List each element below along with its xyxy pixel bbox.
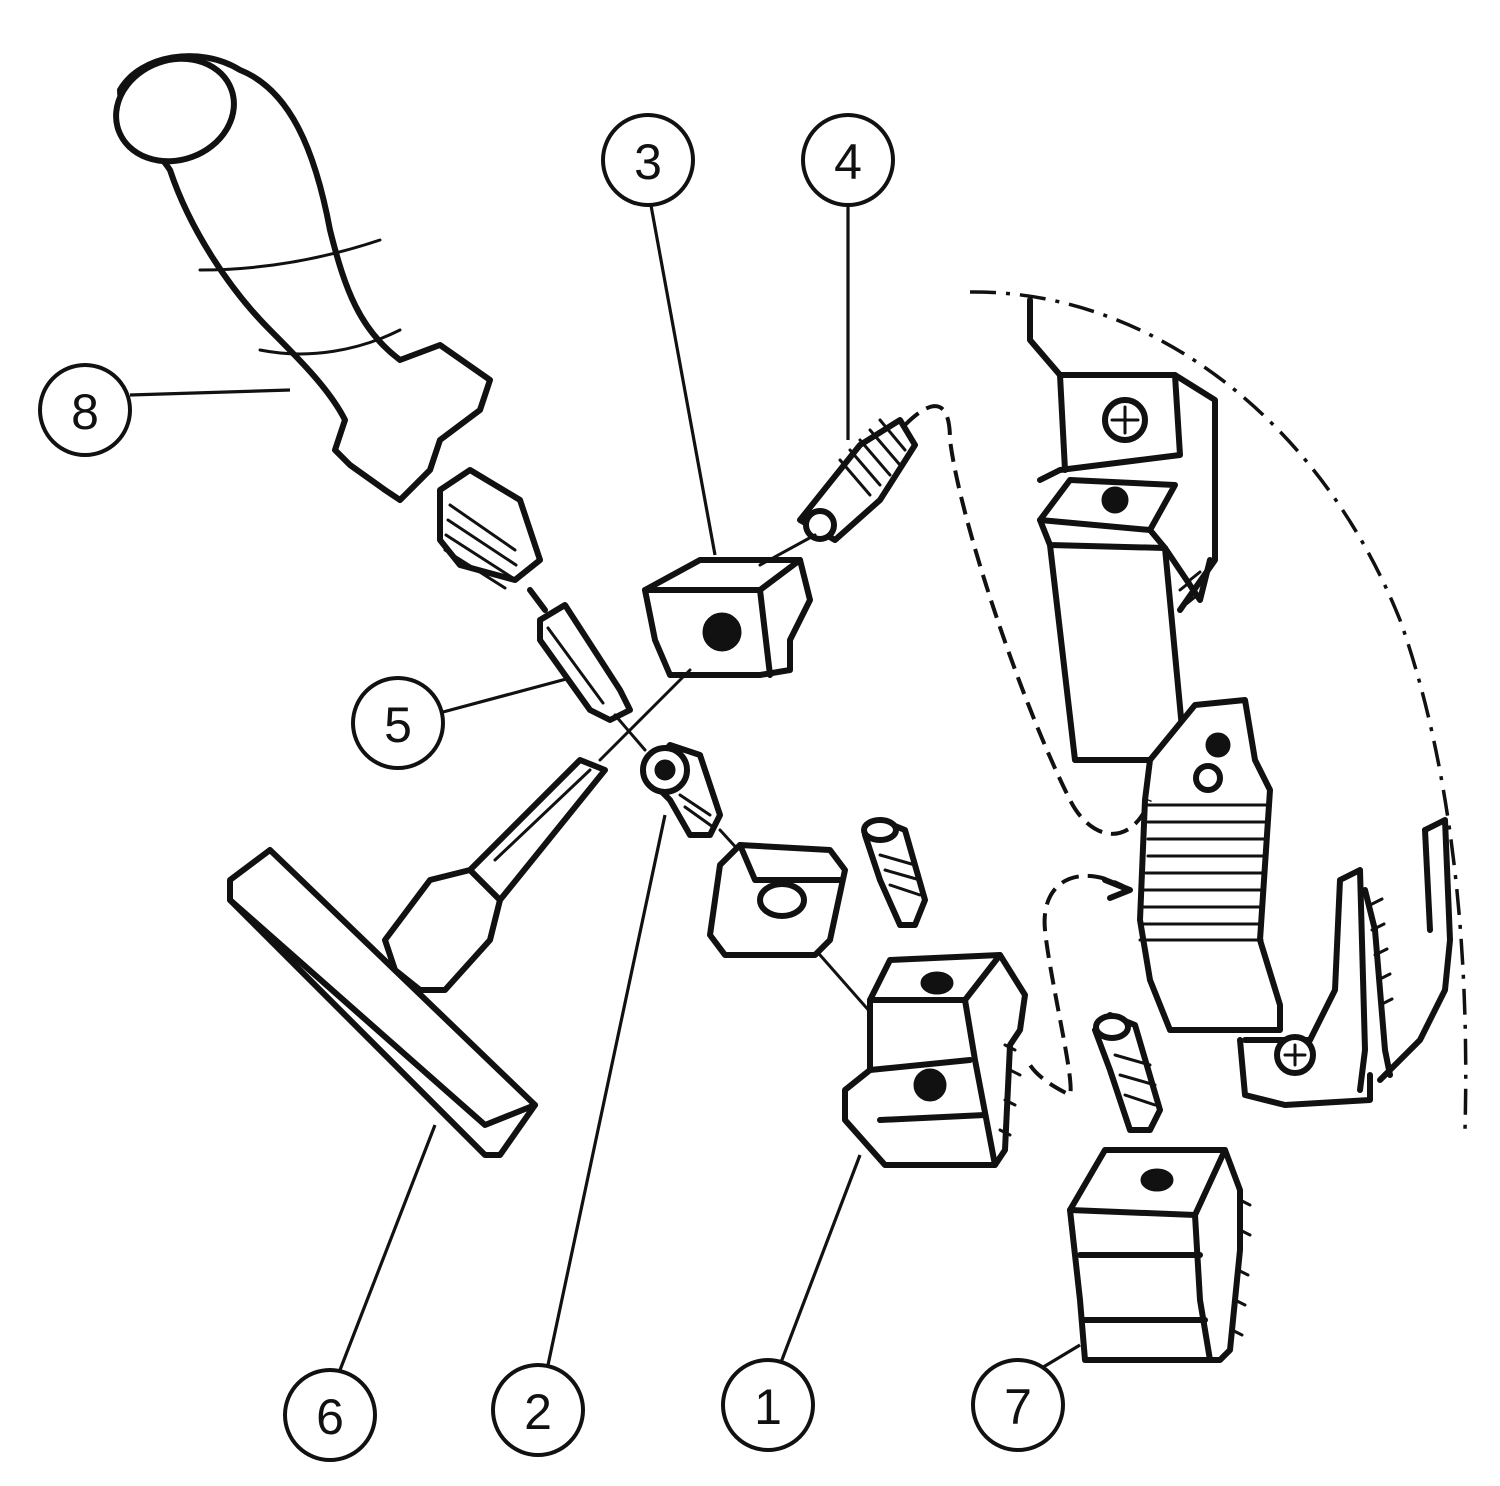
- callout-label-8: 8: [71, 384, 99, 440]
- callout-4: 4: [801, 113, 895, 207]
- callout-label-6: 6: [316, 1389, 344, 1445]
- callout-3: 3: [601, 113, 695, 207]
- assembly-path-7: [1028, 873, 1132, 1098]
- arrow-head: [1102, 877, 1133, 901]
- callout-7: 7: [971, 1358, 1065, 1452]
- leader-lines: [129, 199, 1081, 1377]
- callout-5: 5: [351, 676, 445, 770]
- callout-label-5: 5: [384, 697, 412, 753]
- part-3-clamp: [598, 557, 813, 762]
- part-1-block: [842, 817, 1028, 1168]
- callout-label-7: 7: [1004, 1379, 1032, 1435]
- part-8-screwdriver-handle: [113, 53, 633, 723]
- callout-label-1: 1: [754, 1379, 782, 1435]
- callout-8: 8: [38, 363, 132, 457]
- callout-label-3: 3: [634, 134, 662, 190]
- callout-2: 2: [491, 1363, 585, 1457]
- tool-holder: [1027, 297, 1453, 1108]
- part-6-t-key: [227, 757, 608, 1158]
- holder-outline: [969, 290, 1468, 1131]
- callout-1: 1: [721, 1358, 815, 1452]
- callout-6: 6: [283, 1368, 377, 1462]
- callout-label-2: 2: [524, 1384, 552, 1440]
- callout-label-4: 4: [834, 134, 862, 190]
- part-4-stud: [758, 417, 918, 567]
- assembly-path-4: [903, 404, 1152, 836]
- part-2-screw: [613, 713, 777, 892]
- part-7-block: [1067, 1012, 1252, 1363]
- serration-lines: [1138, 803, 1268, 942]
